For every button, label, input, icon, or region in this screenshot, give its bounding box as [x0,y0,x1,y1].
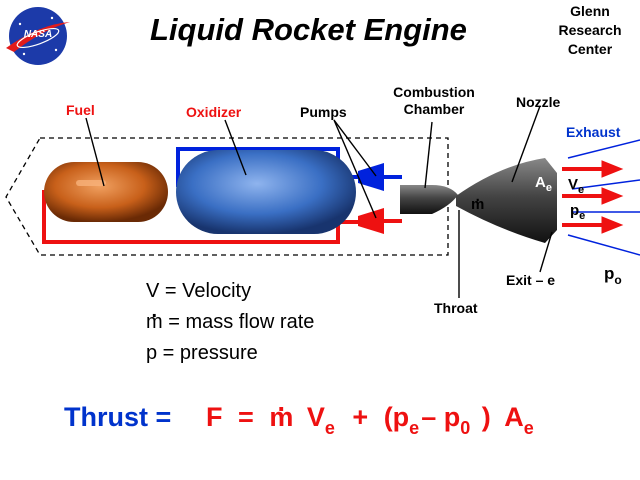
pe-label: pe [570,202,586,222]
legend-mass-flow: m = mass flow rate [146,307,314,338]
combustion-chamber-label: Combustion Chamber [393,84,475,117]
pumps-label: Pumps [300,104,347,120]
exit-label: Exit – e [506,272,556,288]
legend: V = Velocity m = mass flow rate p = pres… [146,276,314,369]
oxidizer-pump [358,163,384,191]
glenn-research-center: Glenn Research Center [548,2,632,59]
combustion-chamber-shape [400,185,458,214]
fuel-pump [358,208,384,234]
oxidizer-tank [176,150,356,234]
legend-pressure: p = pressure [146,342,258,364]
legend-velocity: V = Velocity [146,280,252,302]
nasa-logo-text: NASA [23,29,53,40]
leader-lines [85,105,553,298]
page-title: Liquid Rocket Engine [150,12,467,47]
nozzle-shape [456,158,557,243]
ae-label: Ae [535,174,552,194]
fuel-label: Fuel [66,102,95,118]
mdot-label: m [471,196,484,213]
nasa-logo [6,7,70,65]
center-line-1: Glenn [570,3,610,19]
fuel-tank [44,162,168,222]
center-line-2: Research [558,22,622,38]
p0-label: po [604,264,622,287]
exhaust-arrows [562,160,624,234]
thrust-label: Thrust = [64,402,172,432]
exhaust-label: Exhaust [566,124,621,140]
thrust-equation: F = m Ve + (pe– p0 ) Ae [206,402,534,438]
ve-label: Ve [568,176,585,196]
fuel-line [42,190,358,244]
nozzle-label: Nozzle [516,94,561,110]
throat-label: Throat [434,300,478,316]
exhaust-spread-lines [567,139,640,256]
center-line-3: Center [567,41,613,57]
fuel-tank-highlight [76,180,106,186]
oxidizer-label: Oxidizer [186,104,242,120]
vehicle-outline [5,137,449,256]
